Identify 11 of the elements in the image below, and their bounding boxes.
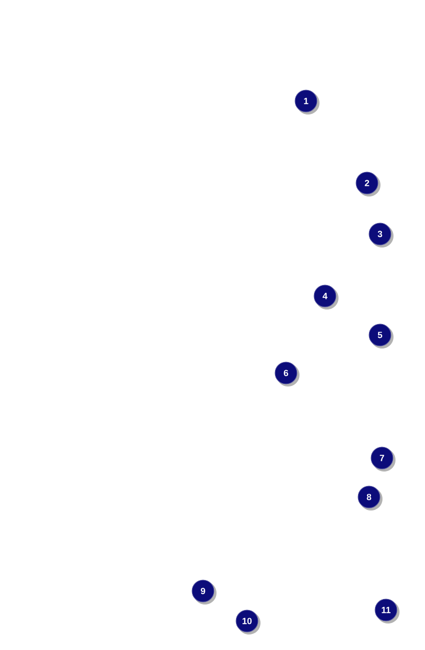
callout-number: 11 [374,598,400,624]
callout-number: 2 [356,172,380,196]
callout-number: 5 [368,324,394,348]
callout-number: 6 [274,362,300,386]
callout-number: 4 [314,284,338,310]
callout-number: 10 [236,610,260,634]
callout-number: 1 [294,90,320,114]
callout-number: 8 [358,486,382,510]
callout-number: 7 [370,446,396,472]
callout-number: 9 [192,580,216,604]
callout-number: 3 [368,222,394,248]
